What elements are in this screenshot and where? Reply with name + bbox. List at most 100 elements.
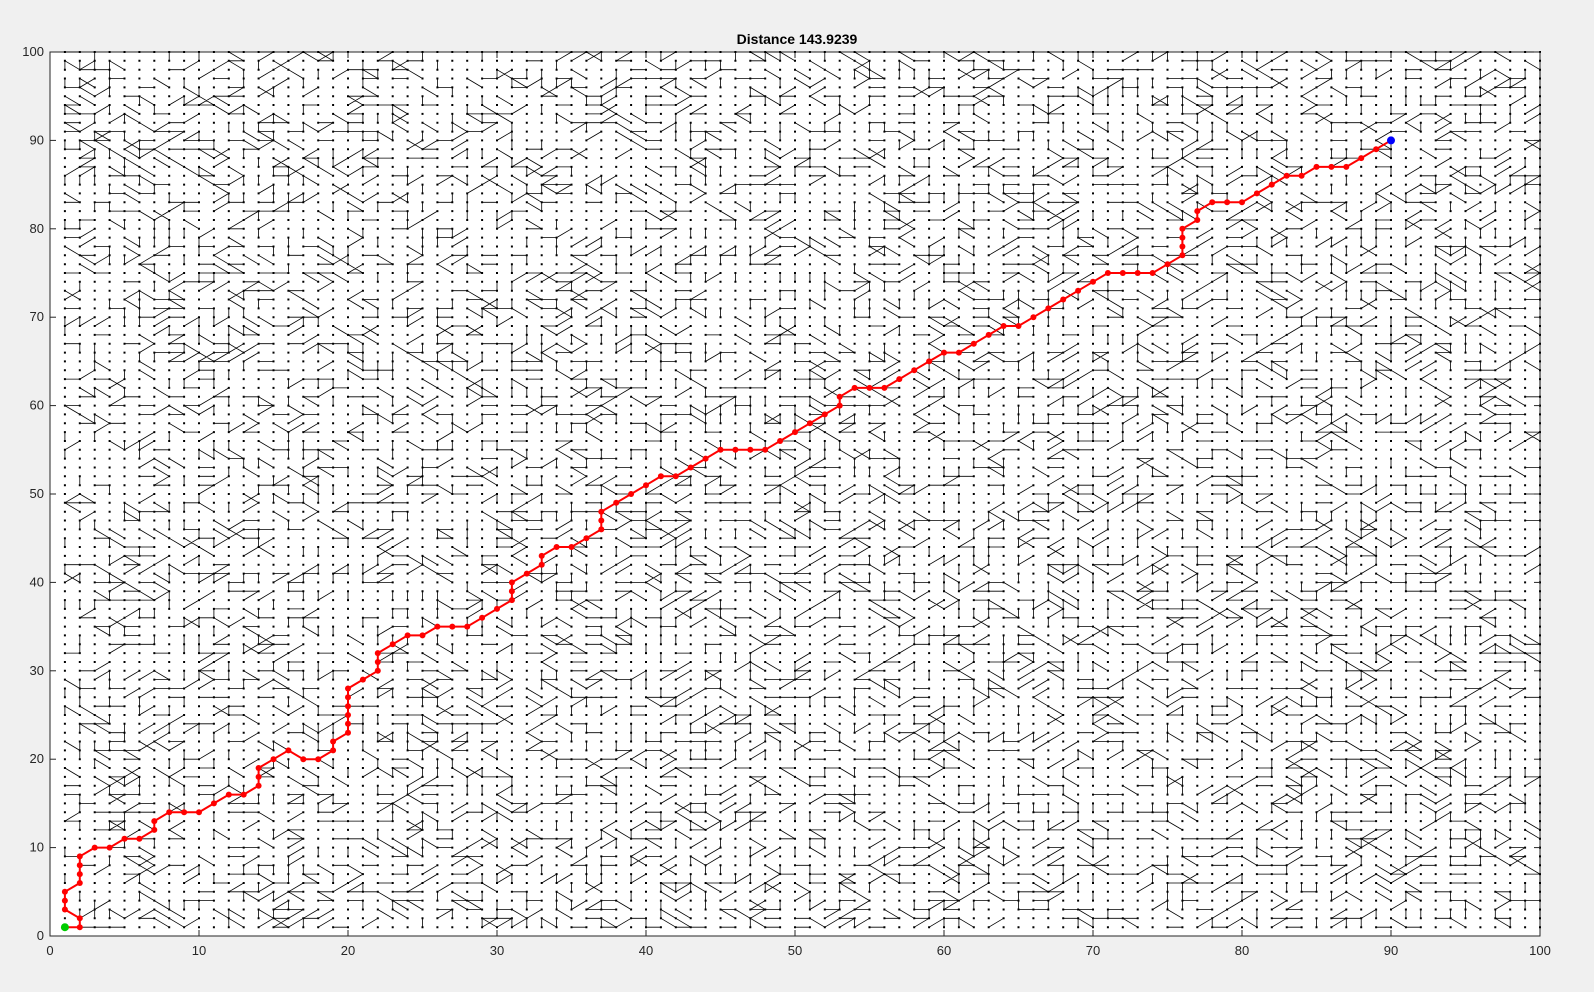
graph-edges xyxy=(64,51,1541,928)
path-point xyxy=(881,384,888,391)
path-endpoints xyxy=(60,136,1395,932)
path-point xyxy=(821,411,828,418)
path-point xyxy=(1373,146,1380,153)
path-point xyxy=(955,349,962,356)
x-tick-label: 90 xyxy=(1384,943,1398,958)
path-point xyxy=(91,844,98,851)
path-point xyxy=(523,570,530,577)
path-point xyxy=(1090,278,1096,285)
path-point xyxy=(1179,252,1186,259)
path-point xyxy=(508,588,515,595)
start-point xyxy=(60,923,69,932)
path-point xyxy=(1358,155,1365,162)
path-point xyxy=(330,738,337,745)
path-point xyxy=(1253,190,1260,197)
path-point xyxy=(404,632,411,639)
path-point xyxy=(61,888,68,895)
path-point xyxy=(389,641,396,648)
path-point xyxy=(374,667,381,674)
path-point xyxy=(836,402,843,409)
path-point xyxy=(1283,172,1290,179)
path-point xyxy=(359,676,366,683)
path-point xyxy=(76,853,83,860)
path-point xyxy=(345,694,351,701)
path-point xyxy=(598,526,605,533)
path-point xyxy=(1179,225,1186,232)
path-point xyxy=(1179,234,1186,241)
path-point xyxy=(255,765,262,771)
path-point xyxy=(479,614,486,621)
path-point xyxy=(687,464,694,471)
y-tick-label: 0 xyxy=(37,928,44,943)
x-tick-label: 40 xyxy=(639,943,653,958)
path-point xyxy=(419,632,426,639)
path-point xyxy=(836,393,843,400)
path-point xyxy=(657,473,664,480)
path-point xyxy=(255,782,262,789)
path-point xyxy=(76,924,83,931)
y-tick-label: 50 xyxy=(30,486,44,501)
path-point xyxy=(315,756,322,763)
y-tick-label: 20 xyxy=(30,751,44,766)
path-point xyxy=(330,747,337,754)
path-point xyxy=(553,544,560,550)
path-point xyxy=(747,446,754,453)
path-point xyxy=(598,517,605,524)
path-point xyxy=(121,835,128,842)
x-tick-label: 80 xyxy=(1235,943,1249,958)
path-point xyxy=(1149,270,1156,276)
y-tick-label: 30 xyxy=(30,663,44,678)
path-point xyxy=(777,438,784,444)
path-point xyxy=(136,835,143,842)
goal-point xyxy=(1387,136,1395,145)
path-point xyxy=(76,862,83,869)
path-point xyxy=(61,897,68,904)
path-point xyxy=(538,552,545,559)
path-point xyxy=(1015,323,1022,329)
path-point xyxy=(970,340,977,347)
path-point xyxy=(151,826,158,833)
path-point xyxy=(196,809,202,816)
path-point xyxy=(345,703,351,710)
path-point xyxy=(926,358,933,365)
path-point xyxy=(210,800,217,807)
path-point xyxy=(508,579,515,586)
path-point xyxy=(851,384,858,391)
path-point xyxy=(374,650,381,657)
y-tick-label: 40 xyxy=(30,574,44,589)
axis-ticks xyxy=(49,51,1541,937)
path-point xyxy=(806,420,813,427)
path-point xyxy=(1209,199,1216,206)
path-point xyxy=(672,473,679,480)
path-point xyxy=(568,544,575,550)
path-point xyxy=(151,818,158,825)
path-point xyxy=(1194,217,1201,223)
path-point xyxy=(866,384,873,391)
x-tick-label: 50 xyxy=(788,943,802,958)
path-point xyxy=(1119,270,1126,276)
path-point xyxy=(76,880,83,886)
path-point xyxy=(1060,296,1067,303)
path-point xyxy=(345,685,351,692)
path-point xyxy=(985,331,992,338)
path-point xyxy=(762,446,769,453)
path-point xyxy=(494,605,500,612)
path-point xyxy=(434,623,441,630)
path-point xyxy=(1343,163,1350,170)
path-point xyxy=(300,756,307,763)
path-point xyxy=(702,455,709,462)
x-tick-label: 20 xyxy=(341,943,355,958)
path-point xyxy=(285,747,292,754)
path-point xyxy=(76,915,83,922)
x-tick-label: 30 xyxy=(490,943,504,958)
path-point xyxy=(61,906,68,913)
path-point xyxy=(1134,270,1141,276)
y-tick-label: 90 xyxy=(30,132,44,147)
path-point xyxy=(240,791,247,798)
graph-edge-set xyxy=(64,51,1541,928)
path-point xyxy=(508,597,515,604)
path-point xyxy=(76,871,83,878)
y-tick-label: 70 xyxy=(30,309,44,324)
